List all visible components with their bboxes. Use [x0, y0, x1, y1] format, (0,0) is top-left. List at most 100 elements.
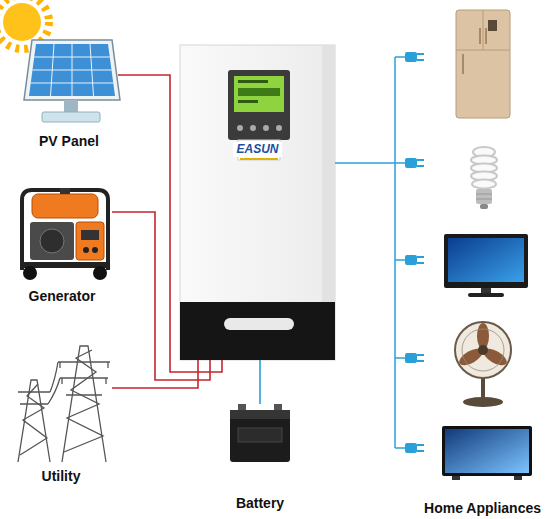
device-label: Battery: [236, 495, 284, 512]
pv-panel-picture: [42, 112, 100, 122]
generator-picture: [92, 247, 98, 253]
battery-picture: [230, 410, 290, 462]
power-line: [259, 360, 261, 404]
inverter-body: [180, 45, 335, 360]
device-label: Home Appliances: [424, 500, 541, 517]
utility-node: Utility: [10, 335, 112, 485]
bulb-picture: [476, 189, 492, 204]
fan-picture: [481, 378, 485, 400]
utility-towers: [18, 392, 50, 404]
device-label: Utility: [42, 468, 81, 485]
device-label: Generator: [29, 288, 96, 305]
inverter-body: [228, 70, 290, 140]
plug-symbol: [417, 256, 424, 258]
pv-panel-picture: [31, 44, 113, 96]
inverter-body: [238, 80, 268, 83]
monitor-picture: [444, 234, 528, 297]
pv-panel-picture: [34, 57, 110, 58]
plug-symbol: [405, 255, 417, 265]
monitor-picture: [444, 234, 528, 288]
fan-picture: [462, 329, 504, 371]
appliance-bus: [395, 259, 405, 261]
appliance-bus: [395, 357, 405, 359]
utility-towers: [58, 362, 110, 395]
inverter-body: [276, 125, 282, 131]
fan-picture: [478, 345, 488, 355]
utility-towers: [60, 362, 108, 384]
generator-picture: [23, 266, 37, 280]
bulb-picture: [472, 180, 496, 189]
battery-picture: [238, 404, 246, 411]
battery-node: Battery: [225, 404, 295, 512]
fridge-picture: [456, 10, 510, 118]
pv-panel-picture: [24, 40, 120, 100]
plug-symbol: [417, 53, 424, 55]
pv-panel-node: PV Panel: [20, 35, 118, 150]
plug-symbol: [405, 158, 417, 168]
sun: [3, 3, 41, 41]
plug-symbol: [417, 262, 424, 264]
power-line: [335, 162, 395, 164]
inverter-body: [240, 158, 278, 160]
appliance-bus: [395, 447, 405, 449]
inverter-body: [238, 88, 280, 96]
appliances-node: Home Appliances: [395, 5, 547, 517]
battery-picture: [230, 410, 290, 419]
generator-picture: [93, 266, 107, 280]
plug-symbol: [417, 450, 424, 452]
pv-panel-picture: [24, 40, 120, 122]
tv-picture: [514, 476, 522, 480]
appliance-bus: [395, 56, 405, 58]
pv-panel-picture: [31, 83, 113, 84]
brand-logo: EASUN: [233, 142, 281, 157]
utility-towers: [62, 346, 106, 462]
device-label: PV Panel: [39, 133, 99, 150]
generator-picture: [81, 230, 99, 240]
inverter-node: EASUN: [180, 45, 335, 360]
inverter-body: [234, 76, 284, 112]
inverter-body: [224, 318, 294, 330]
tv-picture: [452, 476, 460, 480]
tv-picture: [445, 429, 529, 473]
fridge-picture: [483, 10, 484, 50]
battery-picture: [238, 428, 282, 442]
plug-symbol: [417, 165, 424, 167]
generator-picture: [32, 194, 98, 218]
fridge-picture: [488, 20, 497, 31]
appliance-bus: [395, 57, 405, 448]
fan-picture: [455, 322, 511, 378]
bulb-picture: [476, 199, 492, 200]
plug-symbol: [405, 52, 417, 62]
generator-picture: [83, 247, 89, 253]
inverter-body: [180, 45, 335, 360]
battery-picture: [230, 404, 290, 462]
fan-picture: [463, 397, 503, 407]
pv-panel-picture: [29, 44, 115, 96]
generator-picture: [76, 222, 104, 260]
plug-symbol: [405, 443, 417, 453]
utility-towers: [18, 380, 50, 462]
inverter-body: [237, 125, 243, 131]
fridge-picture: [456, 10, 510, 118]
plug-symbol: [417, 360, 424, 362]
inverter-body: [180, 302, 335, 360]
generator-picture: [22, 190, 108, 270]
plug-symbol: [417, 444, 424, 446]
fan-picture: [455, 322, 511, 407]
generator-picture: [40, 229, 64, 253]
utility-towers: [18, 346, 110, 462]
fridge-picture: [479, 28, 481, 44]
pv-panel-picture: [33, 70, 112, 71]
appliance-bus: [395, 162, 405, 164]
inverter-body: [250, 125, 256, 131]
power-line: [118, 75, 222, 372]
generator-picture: [30, 222, 74, 260]
generator-node: Generator: [12, 180, 112, 305]
utility-towers: [48, 362, 60, 404]
pv-panel-picture: [64, 100, 78, 113]
tv-picture: [442, 426, 532, 480]
generator-picture: [20, 188, 110, 280]
